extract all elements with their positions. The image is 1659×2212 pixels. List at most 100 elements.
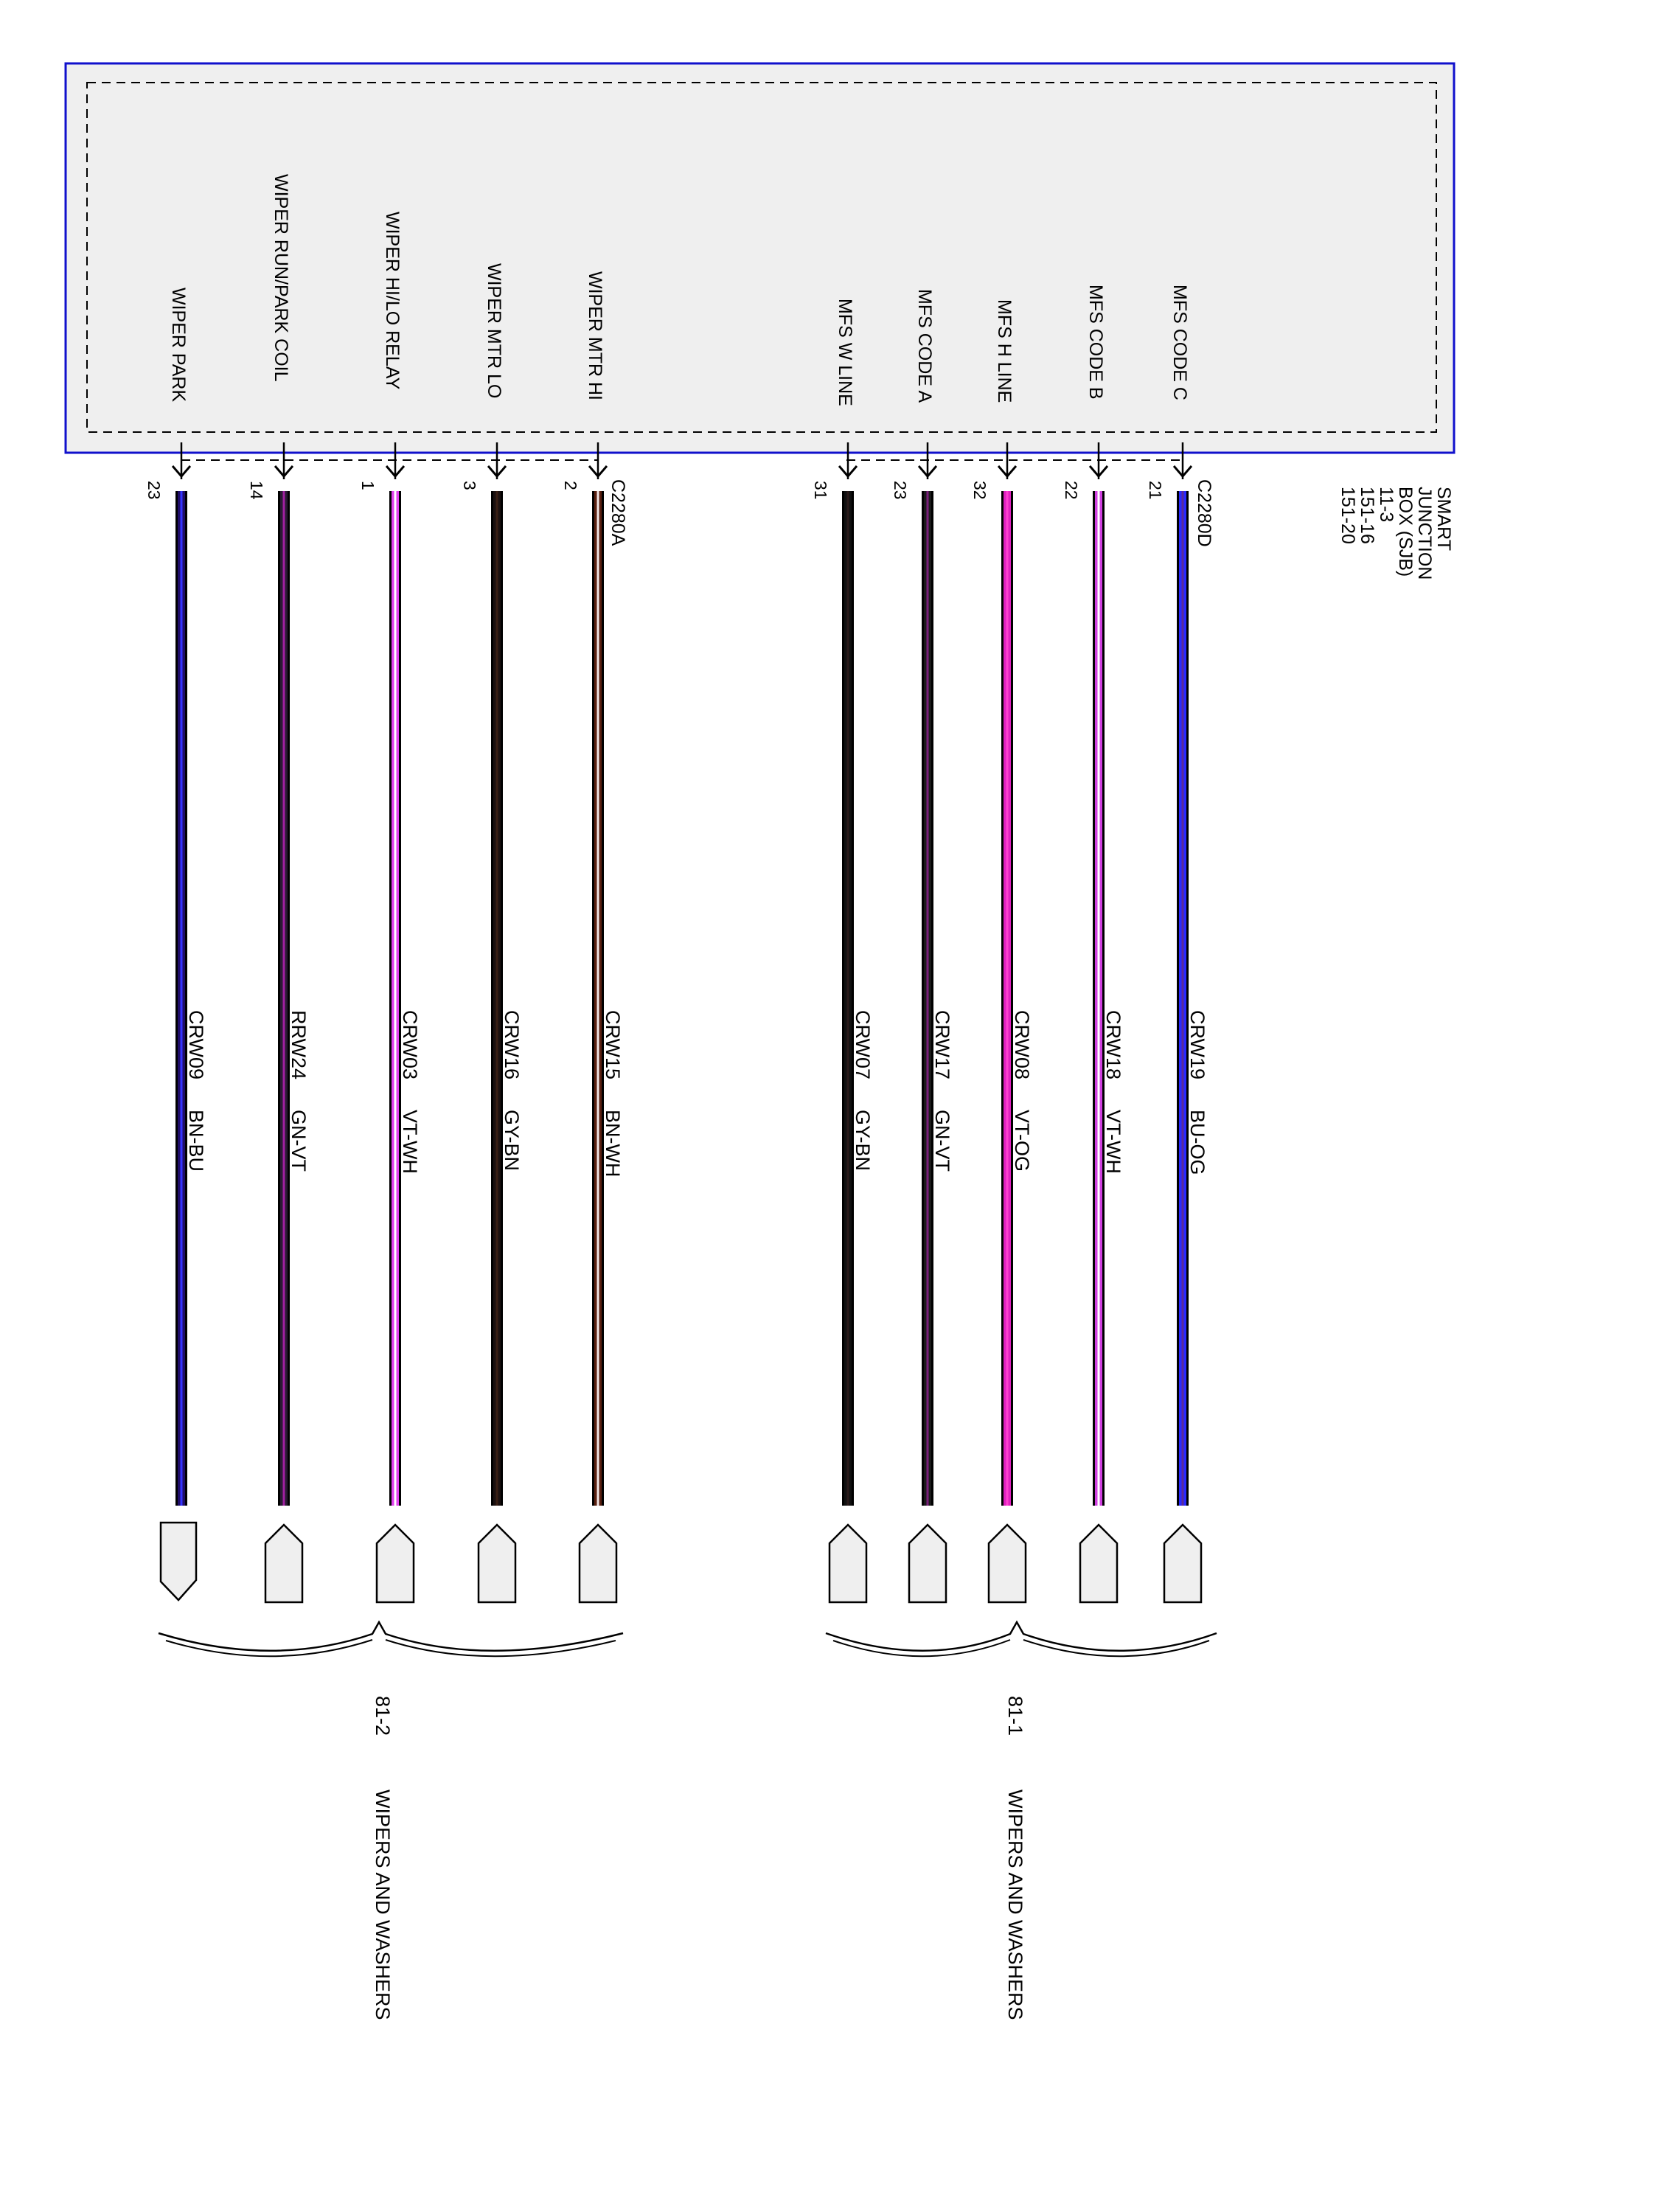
wire-stripe-color	[926, 491, 929, 1506]
pin-arrow-icon	[1172, 465, 1193, 479]
harness-brace-right	[825, 1620, 1217, 1658]
pin-number: 22	[1062, 481, 1081, 500]
signal-label: MFS W LINE	[835, 299, 855, 406]
circuit-label: CRW15	[602, 1010, 624, 1079]
connector-end-plug-icon	[375, 1523, 415, 1604]
circuit-label: CRW17	[931, 1010, 953, 1079]
reference-title-right: WIPERS AND WASHERS	[1004, 1790, 1026, 2020]
color-code-label: GN-VT	[931, 1110, 953, 1172]
wire-stripe-color	[1181, 491, 1184, 1506]
connector-label-c2280a: C2280A	[608, 479, 628, 546]
color-code-label: BN-BU	[185, 1110, 207, 1172]
signal-label: MFS H LINE	[994, 299, 1015, 403]
wire-stripe-color	[1006, 491, 1009, 1506]
signal-label: WIPER MTR HI	[585, 271, 605, 400]
wire-stripe-color	[1097, 491, 1100, 1506]
reference-title-left: WIPERS AND WASHERS	[372, 1790, 394, 2020]
pin-arrow-icon	[274, 465, 294, 479]
pin-arrow-icon	[487, 465, 507, 479]
circuit-label: CRW16	[501, 1010, 523, 1079]
pin-number: 2	[561, 481, 580, 490]
connector-end-arrow-icon	[159, 1521, 198, 1601]
connector-end-plug-icon	[908, 1523, 947, 1604]
brace-curve	[165, 1639, 616, 1658]
module-name-line: 11-3	[1376, 487, 1397, 522]
pin-arrow-icon	[917, 465, 938, 479]
signal-label: WIPER MTR LO	[484, 263, 504, 398]
circuit-label: CRW18	[1102, 1010, 1124, 1079]
circuit-label: CRW09	[185, 1010, 207, 1079]
pin-number: 21	[1146, 481, 1165, 500]
module-outer-border	[64, 62, 1455, 454]
brace-curve	[832, 1639, 1210, 1658]
circuit-label: CRW19	[1186, 1010, 1208, 1079]
color-code-label: GY-BN	[852, 1110, 874, 1171]
pin-arrow-icon	[588, 465, 608, 479]
signal-label: WIPER PARK	[168, 288, 189, 402]
module-name: SMART JUNCTION BOX (SJB) 11-3 151-16 151…	[1338, 487, 1454, 580]
wire-stripe-color	[282, 491, 285, 1506]
connector-end-plug-icon	[578, 1523, 618, 1604]
wire-stripe-color	[180, 491, 183, 1506]
color-code-label: BN-WH	[602, 1110, 624, 1177]
pin-arrow-icon	[997, 465, 1018, 479]
signal-label: MFS CODE A	[914, 289, 935, 403]
module-inner-dashed-border	[86, 82, 1437, 433]
module-name-line: 151-20	[1338, 487, 1358, 544]
module-name-line: 151-16	[1357, 487, 1377, 544]
harness-brace-left	[158, 1620, 624, 1658]
color-code-label: GY-BN	[501, 1110, 523, 1171]
reference-page-left: 81-2	[372, 1696, 394, 1736]
signal-label: WIPER RUN/PARK COIL	[271, 174, 291, 382]
connector-end-plug-icon	[477, 1523, 517, 1604]
connector-label-c2280d: C2280D	[1194, 479, 1214, 547]
pin-number: 32	[970, 481, 990, 500]
pin-number: 3	[460, 481, 479, 490]
wire-stripe-color	[846, 491, 849, 1506]
smart-junction-box-module	[64, 62, 1455, 454]
connector-end-plug-icon	[1163, 1523, 1203, 1604]
wire-stripe-color	[394, 491, 397, 1506]
pin-number: 23	[891, 481, 910, 500]
reference-page-right: 81-1	[1004, 1696, 1026, 1736]
color-code-label: GN-VT	[288, 1110, 310, 1172]
signal-label: MFS CODE C	[1169, 285, 1190, 400]
circuit-label: CRW03	[399, 1010, 421, 1079]
color-code-label: VT-WH	[1102, 1110, 1124, 1174]
color-code-label: VT-WH	[399, 1110, 421, 1174]
connector-end-plug-icon	[264, 1523, 304, 1604]
pin-arrow-icon	[385, 465, 406, 479]
module-name-line: JUNCTION	[1414, 487, 1435, 580]
pin-number: 1	[358, 481, 378, 490]
module-name-line: BOX (SJB)	[1395, 487, 1416, 577]
connector-end-plug-icon	[1079, 1523, 1119, 1604]
pin-arrow-icon	[838, 465, 858, 479]
pin-number: 31	[811, 481, 830, 500]
circuit-label: CRW08	[1011, 1010, 1033, 1079]
pin-arrow-icon	[1088, 465, 1109, 479]
signal-label: WIPER HI/LO RELAY	[382, 212, 403, 390]
circuit-label: RRW24	[288, 1010, 310, 1079]
color-code-label: VT-OG	[1011, 1110, 1033, 1172]
connector-end-plug-icon	[828, 1523, 868, 1604]
connector-end-plug-icon	[987, 1523, 1027, 1604]
pin-number: 14	[247, 481, 266, 500]
module-name-line: SMART	[1433, 487, 1454, 551]
color-code-label: BU-OG	[1186, 1110, 1208, 1175]
wire-stripe-color	[495, 491, 498, 1506]
circuit-label: CRW07	[852, 1010, 874, 1079]
wire-stripe-color	[597, 491, 599, 1506]
pin-number: 23	[145, 481, 164, 500]
brace-curve	[825, 1620, 1217, 1652]
